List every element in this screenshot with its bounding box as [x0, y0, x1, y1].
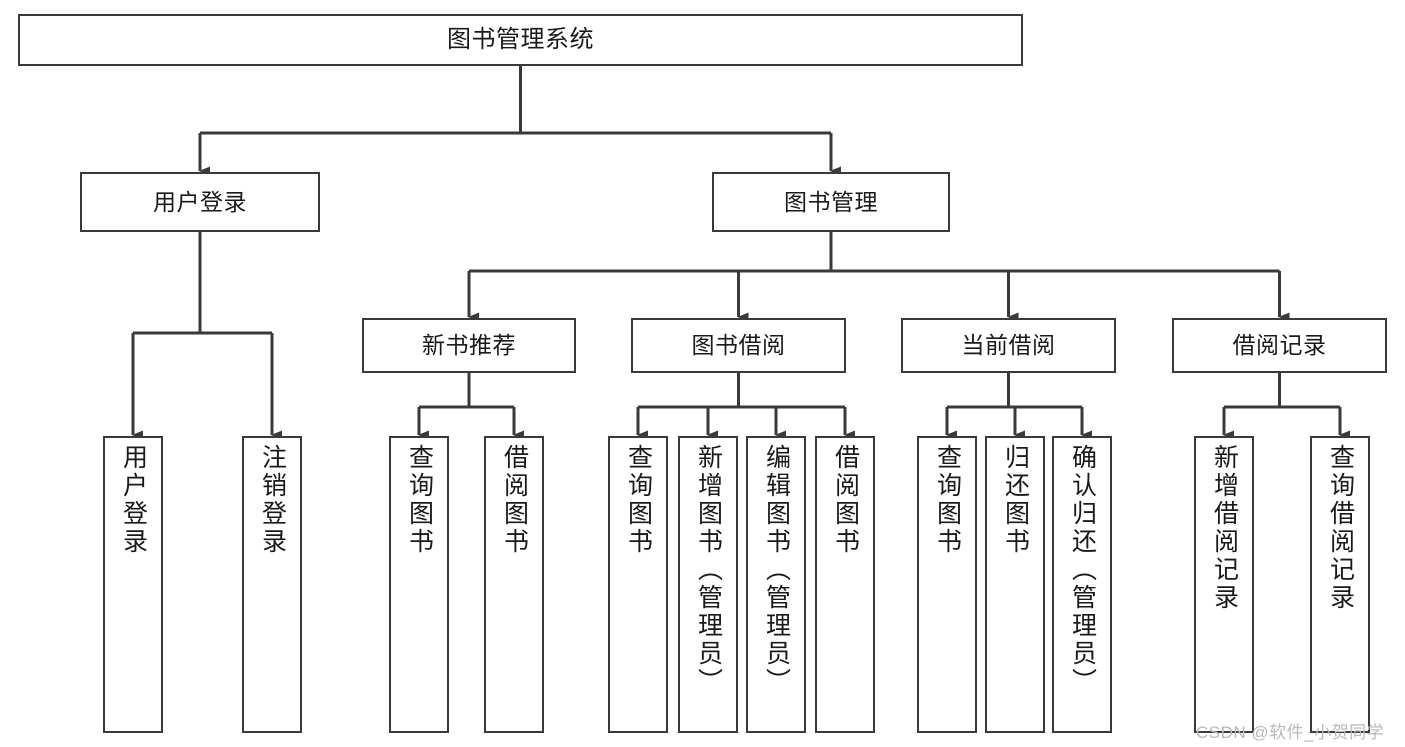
node-label-leaf-rc-add: 新增借阅记录 [1210, 444, 1239, 612]
node-label-leaf-bor-borrow: 借阅图书 [831, 444, 860, 556]
node-leaf-rc-query[interactable]: 查询借阅记录 [1310, 436, 1370, 733]
node-label-root: 图书管理系统 [447, 26, 594, 54]
node-leaf-cur-confirm[interactable]: 确认归还（管理员） [1052, 436, 1112, 733]
node-label-leaf-cur-return: 归还图书 [1001, 444, 1030, 556]
node-leaf-bor-borrow[interactable]: 借阅图书 [815, 436, 875, 733]
node-leaf-user-login[interactable]: 用户登录 [103, 436, 163, 733]
node-leaf-cur-return[interactable]: 归还图书 [985, 436, 1045, 733]
node-book-borrow[interactable]: 图书借阅 [631, 318, 846, 373]
edge-group [131, 66, 1350, 440]
node-label-leaf-user-logout: 注销登录 [258, 444, 287, 556]
node-label-current-borrow: 当前借阅 [961, 332, 1056, 359]
node-leaf-rec-query[interactable]: 查询图书 [389, 436, 449, 733]
node-label-book-borrow: 图书借阅 [691, 332, 786, 359]
node-book-manage[interactable]: 图书管理 [712, 172, 950, 232]
node-label-book-manage: 图书管理 [784, 188, 878, 215]
node-leaf-rec-borrow[interactable]: 借阅图书 [484, 436, 544, 733]
node-leaf-bor-edit[interactable]: 编辑图书（管理员） [746, 436, 806, 733]
node-leaf-bor-query[interactable]: 查询图书 [608, 436, 668, 733]
node-label-leaf-cur-confirm: 确认归还（管理员） [1068, 444, 1097, 696]
node-borrow-record[interactable]: 借阅记录 [1172, 318, 1387, 373]
node-root[interactable]: 图书管理系统 [18, 14, 1023, 66]
node-label-leaf-bor-edit: 编辑图书（管理员） [762, 444, 791, 696]
node-label-leaf-rc-query: 查询借阅记录 [1326, 444, 1355, 612]
node-label-new-book-rec: 新书推荐 [422, 332, 516, 359]
node-label-leaf-bor-query: 查询图书 [624, 444, 653, 556]
node-label-leaf-bor-add: 新增图书（管理员） [694, 444, 723, 696]
node-label-leaf-rec-query: 查询图书 [405, 444, 434, 556]
node-current-borrow[interactable]: 当前借阅 [901, 318, 1116, 373]
node-user-login[interactable]: 用户登录 [80, 172, 320, 232]
node-label-leaf-user-login: 用户登录 [119, 444, 148, 556]
node-new-book-rec[interactable]: 新书推荐 [362, 318, 576, 373]
node-leaf-bor-add[interactable]: 新增图书（管理员） [678, 436, 738, 733]
node-label-user-login: 用户登录 [153, 188, 247, 215]
node-leaf-cur-query[interactable]: 查询图书 [917, 436, 977, 733]
node-label-borrow-record: 借阅记录 [1232, 332, 1327, 359]
watermark: CSDN @软件_小贺同学 [1196, 723, 1385, 742]
node-label-leaf-rec-borrow: 借阅图书 [500, 444, 529, 556]
node-leaf-user-logout[interactable]: 注销登录 [242, 436, 302, 733]
node-leaf-rc-add[interactable]: 新增借阅记录 [1194, 436, 1254, 733]
node-label-leaf-cur-query: 查询图书 [933, 444, 962, 556]
